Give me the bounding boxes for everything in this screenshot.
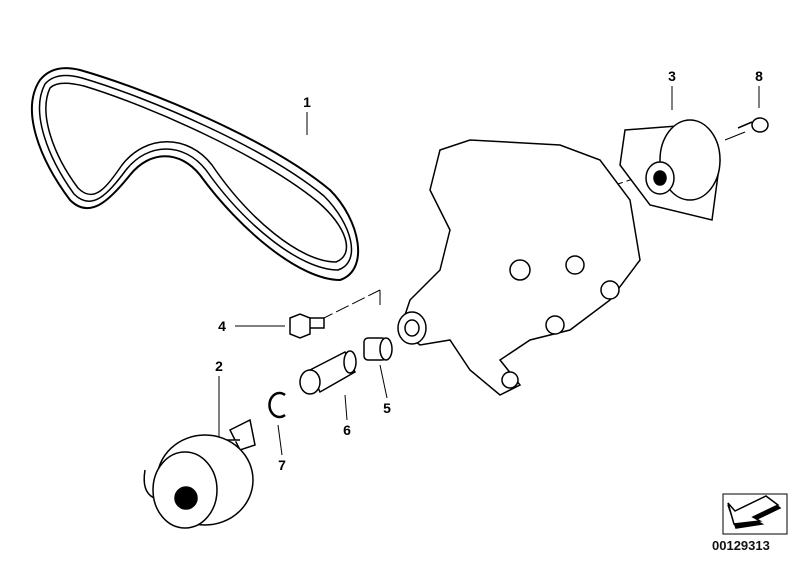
belt-tensioner [143, 418, 256, 529]
bushing [363, 337, 393, 361]
drive-belt [31, 67, 360, 282]
bracket [397, 139, 641, 396]
callout-4[interactable]: 4 [218, 318, 226, 334]
image-code: 00129313 [712, 538, 770, 553]
callout-2[interactable]: 2 [215, 358, 223, 374]
callout-5[interactable]: 5 [383, 400, 391, 416]
idler-pulley [619, 119, 721, 221]
sleeve [299, 350, 357, 395]
callout-7[interactable]: 7 [278, 457, 286, 473]
bolt [289, 313, 325, 339]
leader-lines [218, 86, 760, 456]
arrow-icon[interactable] [722, 493, 788, 535]
callout-8[interactable]: 8 [755, 68, 763, 84]
screw [737, 117, 769, 133]
callout-6[interactable]: 6 [343, 422, 351, 438]
callout-1[interactable]: 1 [303, 94, 311, 110]
callout-3[interactable]: 3 [668, 68, 676, 84]
circlip [268, 391, 286, 419]
